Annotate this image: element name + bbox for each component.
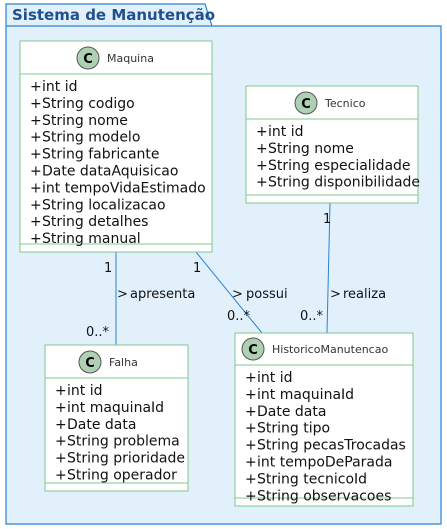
- label-possui: possui: [246, 287, 288, 302]
- visibility-public-icon: +: [55, 434, 67, 450]
- class-box: [234, 332, 414, 507]
- class-attribute: String operador: [67, 468, 177, 484]
- class-badge-letter: C: [248, 343, 258, 358]
- class-badge-letter: C: [85, 356, 95, 371]
- class-attribute: String pecasTrocadas: [257, 438, 406, 454]
- class-attribute: Date dataAquisicao: [42, 164, 178, 180]
- visibility-public-icon: +: [30, 180, 42, 196]
- label-apresenta: apresenta: [130, 287, 195, 302]
- visibility-public-icon: +: [245, 438, 257, 454]
- class-name: Maquina: [107, 52, 154, 65]
- edges: 1 0..* > apresenta 1 0..* > possui 1 0..…: [86, 202, 386, 345]
- visibility-public-icon: +: [245, 387, 257, 403]
- class-attribute: int id: [268, 124, 303, 140]
- label-apresenta-arrow: >: [117, 287, 128, 302]
- class-box: [19, 40, 213, 253]
- attribute-list: +int id+int maquinaId+Date data+String t…: [245, 370, 406, 504]
- visibility-public-icon: +: [55, 468, 67, 484]
- class-attribute: int tempoVidaEstimado: [42, 180, 206, 196]
- label-realiza: realiza: [343, 287, 386, 302]
- visibility-public-icon: +: [30, 231, 42, 247]
- class-name: HistoricoManutencao: [272, 343, 388, 356]
- visibility-public-icon: +: [30, 147, 42, 163]
- class-attribute: String disponibilidade: [268, 175, 420, 191]
- class-attribute: String observacoes: [257, 488, 391, 504]
- attribute-list: +int id+String nome+String especialidade…: [256, 124, 420, 191]
- visibility-public-icon: +: [30, 113, 42, 129]
- class-attribute: String tecnicoId: [257, 471, 367, 487]
- visibility-public-icon: +: [256, 124, 268, 140]
- class-attribute: String especialidade: [268, 158, 411, 174]
- class-badge-icon: [241, 337, 265, 361]
- mult-apresenta-from: 1: [104, 261, 112, 276]
- label-realiza-arrow: >: [330, 287, 341, 302]
- visibility-public-icon: +: [30, 79, 42, 95]
- visibility-public-icon: +: [245, 455, 257, 471]
- class-name: Tecnico: [324, 97, 366, 110]
- mult-possui-from: 1: [193, 261, 201, 276]
- visibility-public-icon: +: [30, 96, 42, 112]
- class-badge-letter: C: [83, 52, 93, 67]
- class-badge-letter: C: [301, 97, 311, 112]
- class-historico-manutencao: C HistoricoManutencao +int id+int maquin…: [234, 332, 414, 507]
- class-attribute: String fabricante: [42, 147, 160, 163]
- attribute-list: +int id+String codigo+String nome+String…: [30, 79, 206, 247]
- visibility-public-icon: +: [245, 370, 257, 386]
- mult-possui-to: 0..*: [227, 309, 251, 324]
- visibility-public-icon: +: [30, 130, 42, 146]
- mult-apresenta-to: 0..*: [86, 325, 110, 340]
- class-attribute: String manual: [42, 231, 141, 247]
- class-attribute: String codigo: [42, 96, 135, 112]
- class-attribute: String detalhes: [42, 214, 148, 230]
- class-attribute: Date data: [67, 417, 136, 433]
- visibility-public-icon: +: [245, 471, 257, 487]
- class-attribute: String problema: [67, 434, 180, 450]
- class-tecnico: C Tecnico +int id+String nome+String esp…: [245, 85, 420, 204]
- class-box: [245, 85, 419, 204]
- class-name: Falha: [109, 356, 138, 369]
- class-attribute: String prioridade: [67, 451, 185, 467]
- class-attribute: String nome: [42, 113, 128, 129]
- edge-realiza: [326, 202, 331, 334]
- visibility-public-icon: +: [245, 488, 257, 504]
- class-attribute: String modelo: [42, 130, 140, 146]
- class-attribute: int id: [42, 79, 77, 95]
- class-attribute: String tipo: [257, 421, 330, 437]
- label-possui-arrow: >: [232, 287, 243, 302]
- class-badge-icon: [78, 350, 102, 374]
- class-attribute: String nome: [268, 141, 354, 157]
- edge-possui: [195, 251, 263, 334]
- visibility-public-icon: +: [30, 197, 42, 213]
- class-maquina: C Maquina +int id+String codigo+String n…: [19, 40, 213, 253]
- class-falha: C Falha +int id+int maquinaId+Date data+…: [44, 344, 189, 492]
- visibility-public-icon: +: [245, 421, 257, 437]
- visibility-public-icon: +: [256, 175, 268, 191]
- class-attribute: String localizacao: [42, 197, 166, 213]
- visibility-public-icon: +: [256, 141, 268, 157]
- class-badge-icon: [76, 46, 100, 70]
- class-attribute: int tempoDeParada: [257, 455, 392, 471]
- attribute-list: +int id+int maquinaId+Date data+String p…: [55, 383, 185, 484]
- visibility-public-icon: +: [30, 214, 42, 230]
- class-badge-icon: [294, 91, 318, 115]
- package-title: Sistema de Manutenção: [12, 6, 215, 24]
- mult-realiza-from: 1: [323, 212, 331, 227]
- mult-realiza-to: 0..*: [300, 309, 324, 324]
- class-attribute: int maquinaId: [67, 400, 164, 416]
- class-attribute: int id: [67, 383, 102, 399]
- class-attribute: int maquinaId: [257, 387, 354, 403]
- visibility-public-icon: +: [245, 404, 257, 420]
- visibility-public-icon: +: [256, 158, 268, 174]
- class-attribute: Date data: [257, 404, 326, 420]
- visibility-public-icon: +: [55, 400, 67, 416]
- visibility-public-icon: +: [55, 417, 67, 433]
- class-box: [44, 344, 189, 492]
- visibility-public-icon: +: [30, 164, 42, 180]
- visibility-public-icon: +: [55, 451, 67, 467]
- class-attribute: int id: [257, 370, 292, 386]
- visibility-public-icon: +: [55, 383, 67, 399]
